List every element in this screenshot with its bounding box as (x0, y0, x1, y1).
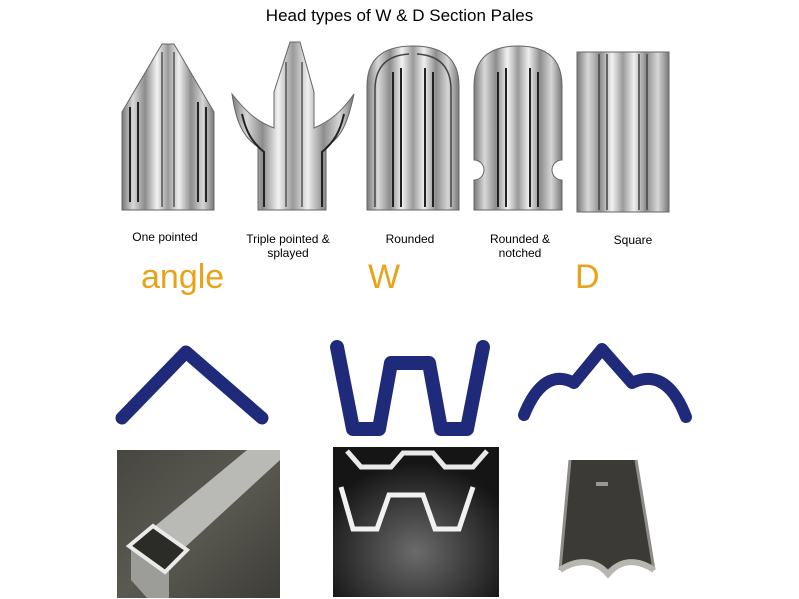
triple-pointed-pale-icon (231, 41, 355, 211)
d-section-photo (558, 459, 656, 579)
head-label-rounded: Rounded (385, 232, 435, 246)
angle-profile-icon (115, 345, 269, 425)
rounded-notched-pale-icon (473, 45, 563, 211)
section-label-angle: angle (141, 258, 225, 296)
head-label-square: Square (613, 233, 653, 247)
w-section-photo (333, 447, 499, 597)
angle-section-photo (117, 450, 280, 598)
head-label-triple-pointed: Triple pointed & splayed (246, 232, 330, 260)
section-label-w: W (368, 258, 401, 296)
diagram-title: Head types of W & D Section Pales (265, 6, 534, 25)
one-pointed-pale-icon (121, 43, 215, 211)
square-pale-icon (576, 51, 670, 213)
head-label-rounded-notched: Rounded & notched (489, 232, 551, 260)
section-label-d: D (575, 258, 600, 296)
w-profile-icon (330, 340, 490, 436)
rounded-pale-icon (366, 45, 460, 211)
head-label-one-pointed: One pointed (132, 230, 198, 244)
d-profile-icon (518, 343, 692, 423)
